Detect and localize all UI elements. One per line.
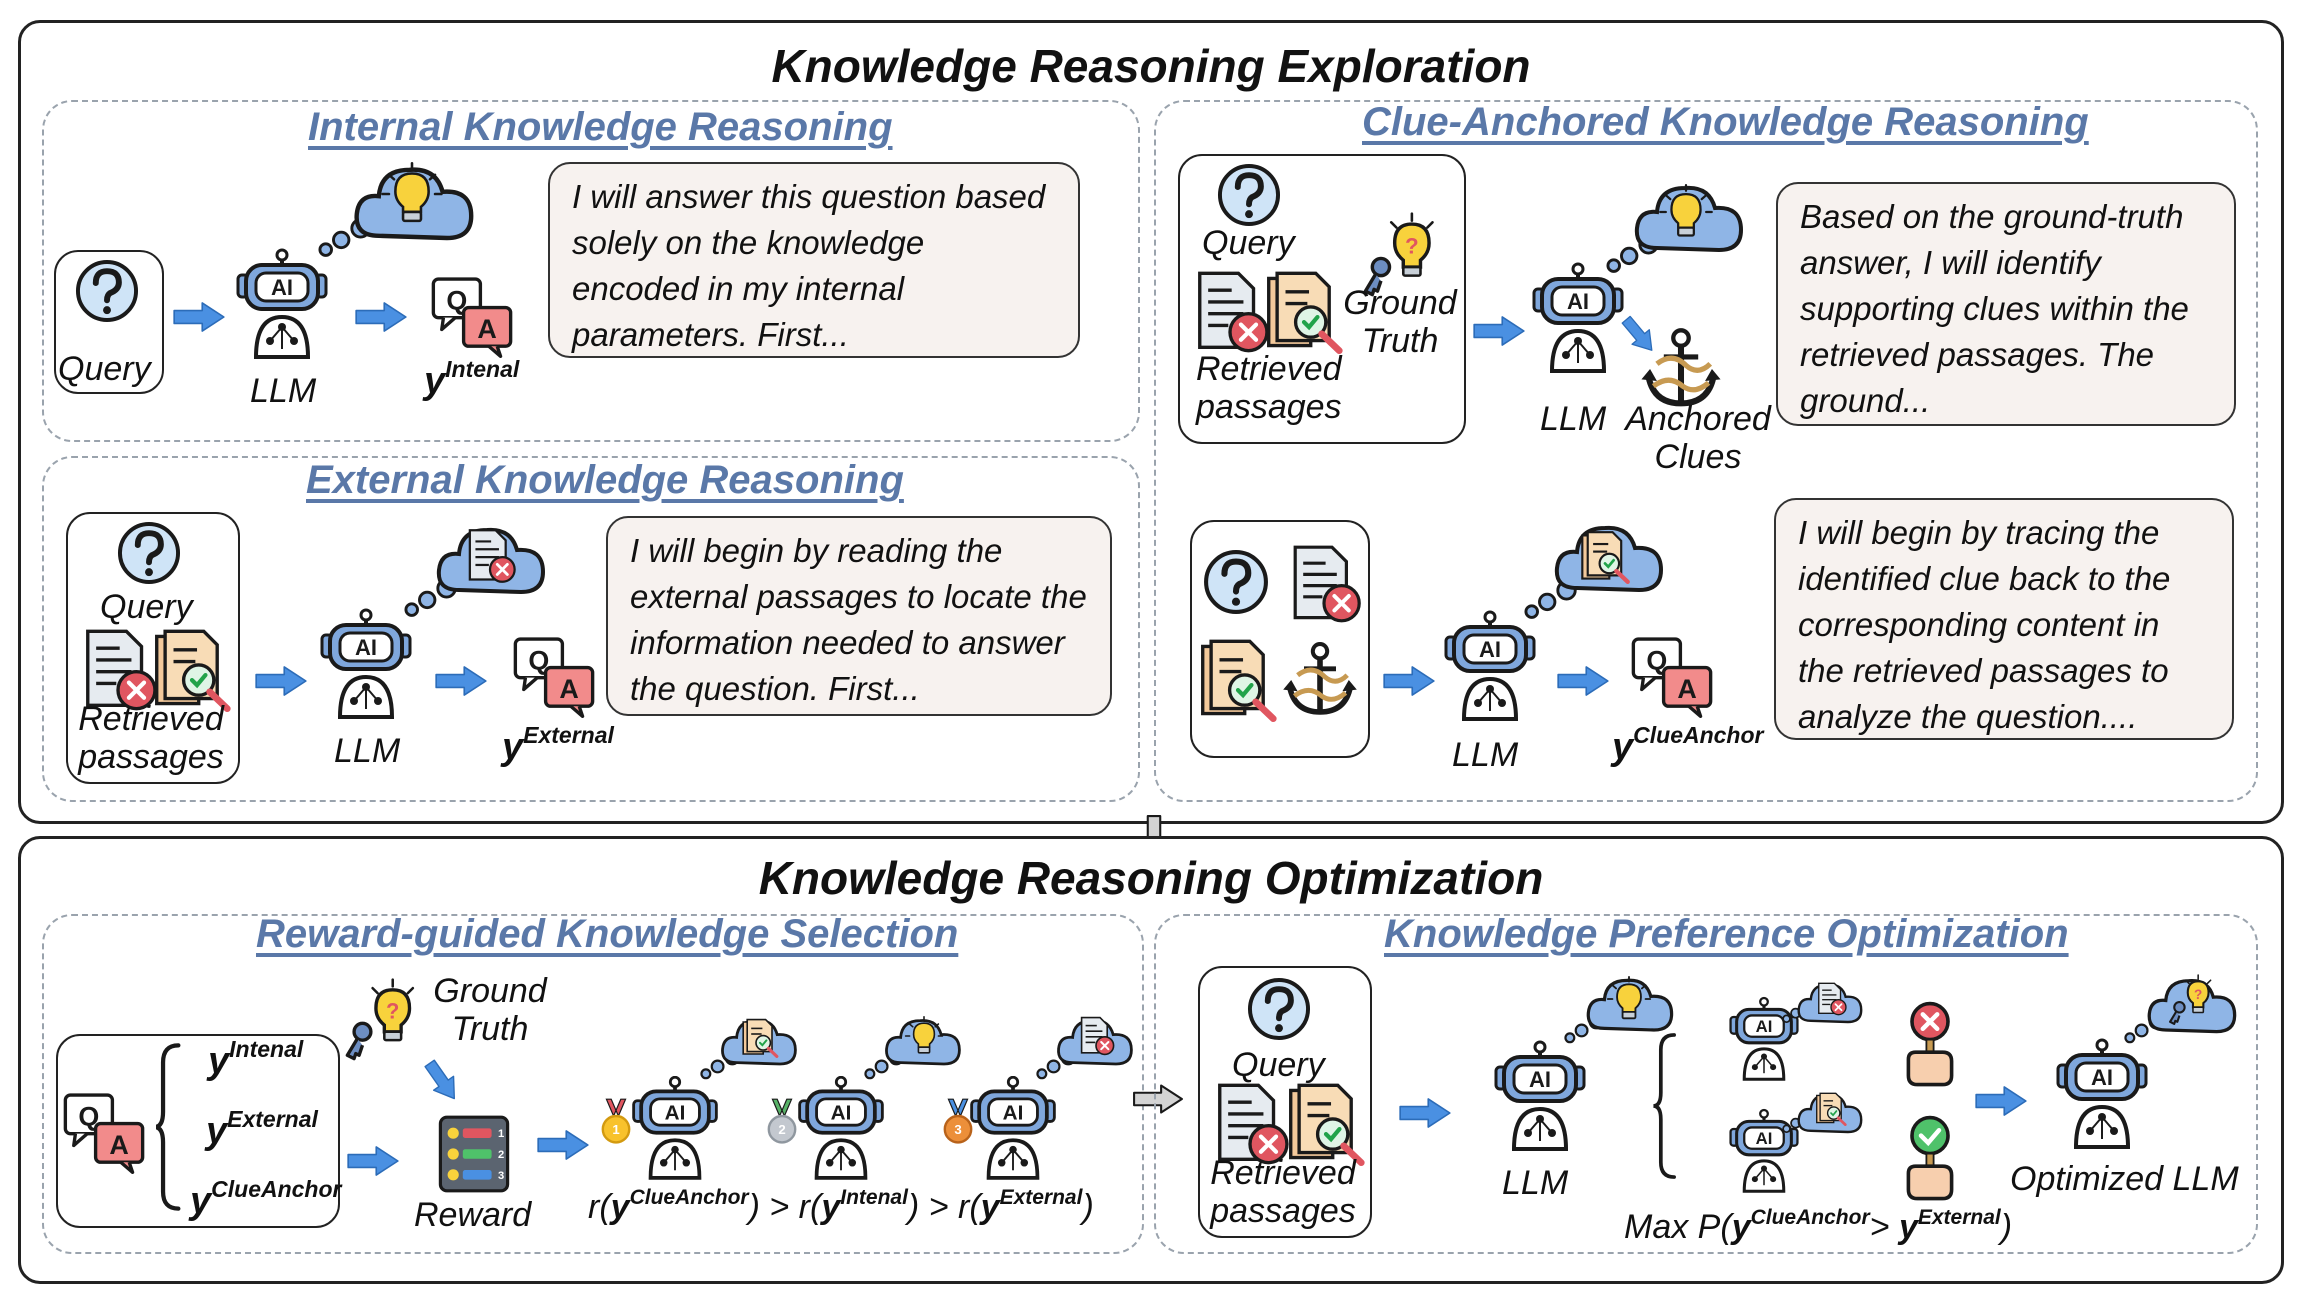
qa-icon xyxy=(430,274,514,358)
arrow-icon xyxy=(254,664,308,698)
document-verified-icon xyxy=(1814,1092,1848,1126)
reward-y1-label: yIntenal xyxy=(208,1036,304,1082)
reward-title: Reward-guided Knowledge Selection xyxy=(256,912,959,956)
lightbulb-icon xyxy=(904,1016,944,1056)
brace-icon xyxy=(1652,1032,1680,1180)
document-reject-icon xyxy=(1284,544,1364,624)
external-output-label: yExternal xyxy=(502,722,614,768)
preference-section xyxy=(1154,914,2258,1254)
external-section xyxy=(42,456,1140,802)
clue-passages-label: Retrieved passages xyxy=(1196,350,1342,426)
optimization-panel: Knowledge Reasoning Optimization xyxy=(18,836,2284,1284)
external-title: External Knowledge Reasoning xyxy=(306,458,904,502)
external-thought-bubble: I will begin by reading the external pas… xyxy=(606,516,1112,716)
robot-icon xyxy=(1490,1040,1590,1152)
reward-y3-label: yClueAnchor xyxy=(190,1176,342,1222)
document-reject-icon xyxy=(1188,270,1272,354)
lightbulb-icon xyxy=(380,162,444,226)
lightbulb-icon xyxy=(1606,976,1652,1022)
anchor-icon xyxy=(1280,640,1360,720)
document-verified-icon xyxy=(1578,530,1632,584)
optimization-title: Knowledge Reasoning Optimization xyxy=(758,852,1544,904)
internal-section xyxy=(42,100,1140,442)
clue-output-label: yClueAnchor xyxy=(1612,722,1764,768)
question-icon xyxy=(74,258,140,324)
document-verified-icon xyxy=(1262,270,1346,354)
internal-output-label: yIntenal xyxy=(424,356,520,402)
robot-icon xyxy=(1440,610,1540,722)
arrow-icon xyxy=(536,1128,590,1162)
document-verified-icon xyxy=(1196,638,1280,722)
clue-llm-label: LLM xyxy=(1540,400,1607,438)
optimized-llm-label: Optimized LLM xyxy=(2010,1160,2239,1198)
arrow-icon xyxy=(1556,664,1610,698)
arrow-icon xyxy=(1398,1096,1452,1130)
clue-thought-bubble-1: Based on the ground-truth answer, I will… xyxy=(1776,182,2236,426)
internal-title: Internal Knowledge Reasoning xyxy=(308,105,893,149)
clue-thought-bubble-2: I will begin by tracing the identified c… xyxy=(1774,498,2234,740)
robot-icon xyxy=(316,608,416,720)
reward-ranking-formula: r(yClueAnchor) > r(yIntenal) > r(yExtern… xyxy=(588,1186,1094,1226)
key-bulb-icon xyxy=(344,978,428,1062)
question-icon xyxy=(1246,976,1312,1042)
reward-y2-label: yExternal xyxy=(206,1106,318,1152)
reward-board-icon xyxy=(434,1112,514,1196)
clue-anchored-label: Anchored Clues xyxy=(1625,400,1771,476)
robot-icon xyxy=(794,1076,888,1180)
exploration-title: Knowledge Reasoning Exploration xyxy=(771,40,1531,92)
document-verified-icon xyxy=(740,1018,780,1058)
arrow-icon xyxy=(172,300,226,334)
lightbulb-icon xyxy=(1658,184,1714,240)
clue-query-label: Query xyxy=(1202,224,1295,262)
arrow-icon xyxy=(354,300,408,334)
reward-ground-truth-label: Ground Truth xyxy=(433,972,547,1048)
arrow-icon xyxy=(1382,664,1436,698)
arrow-icon xyxy=(434,664,488,698)
clue-section xyxy=(1154,100,2258,802)
robot-icon xyxy=(966,1076,1060,1180)
internal-llm-label: LLM xyxy=(250,372,317,410)
preference-passages-label: Retrieved passages xyxy=(1210,1154,1356,1230)
qa-icon xyxy=(512,634,596,718)
external-passages-label: Retrieved passages xyxy=(78,700,224,776)
arrow-icon xyxy=(1472,314,1526,348)
robot-icon xyxy=(1528,262,1628,374)
reward-label: Reward xyxy=(414,1196,532,1234)
reward-section xyxy=(42,914,1144,1254)
document-reject-icon xyxy=(1076,1016,1116,1056)
clue-ground-truth-label: Ground Truth xyxy=(1343,284,1457,360)
robot-icon xyxy=(628,1076,722,1180)
robot-icon xyxy=(2052,1038,2152,1150)
question-icon xyxy=(1202,548,1270,616)
preference-llm-label: LLM xyxy=(1502,1164,1569,1202)
preference-formula: Max P(yClueAnchor> yExternal) xyxy=(1624,1206,2013,1246)
question-icon xyxy=(116,520,182,586)
qa-icon xyxy=(1630,634,1714,718)
question-icon xyxy=(1216,162,1282,228)
reject-sign-icon xyxy=(1902,1000,1958,1090)
accept-sign-icon xyxy=(1902,1114,1958,1204)
external-query-label: Query xyxy=(100,588,193,626)
arrow-icon xyxy=(1974,1084,2028,1118)
internal-query-label: Query xyxy=(58,350,151,388)
preference-query-label: Query xyxy=(1232,1046,1325,1084)
preference-title: Knowledge Preference Optimization xyxy=(1384,912,2069,956)
clue-title: Clue-Anchored Knowledge Reasoning xyxy=(1362,100,2089,144)
internal-thought-bubble: I will answer this question based solely… xyxy=(548,162,1080,358)
qa-icon xyxy=(62,1090,146,1174)
document-reject-icon xyxy=(1814,982,1848,1016)
external-llm-label: LLM xyxy=(334,732,401,770)
arrow-icon xyxy=(346,1144,400,1178)
key-bulb-icon xyxy=(2168,974,2220,1026)
document-reject-icon xyxy=(462,528,518,584)
robot-icon xyxy=(232,248,332,360)
brace-icon xyxy=(156,1042,182,1212)
clue-llm-label-2: LLM xyxy=(1452,736,1519,774)
